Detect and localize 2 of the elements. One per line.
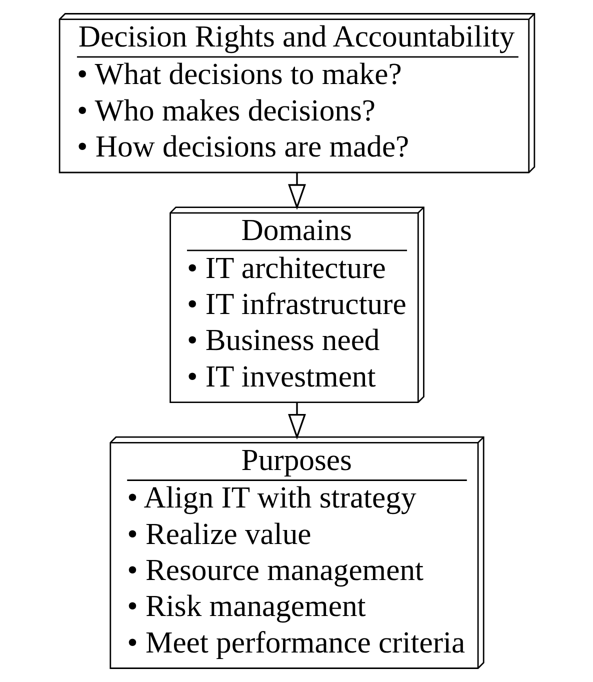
arrow xyxy=(288,172,306,210)
arrow xyxy=(288,402,306,440)
